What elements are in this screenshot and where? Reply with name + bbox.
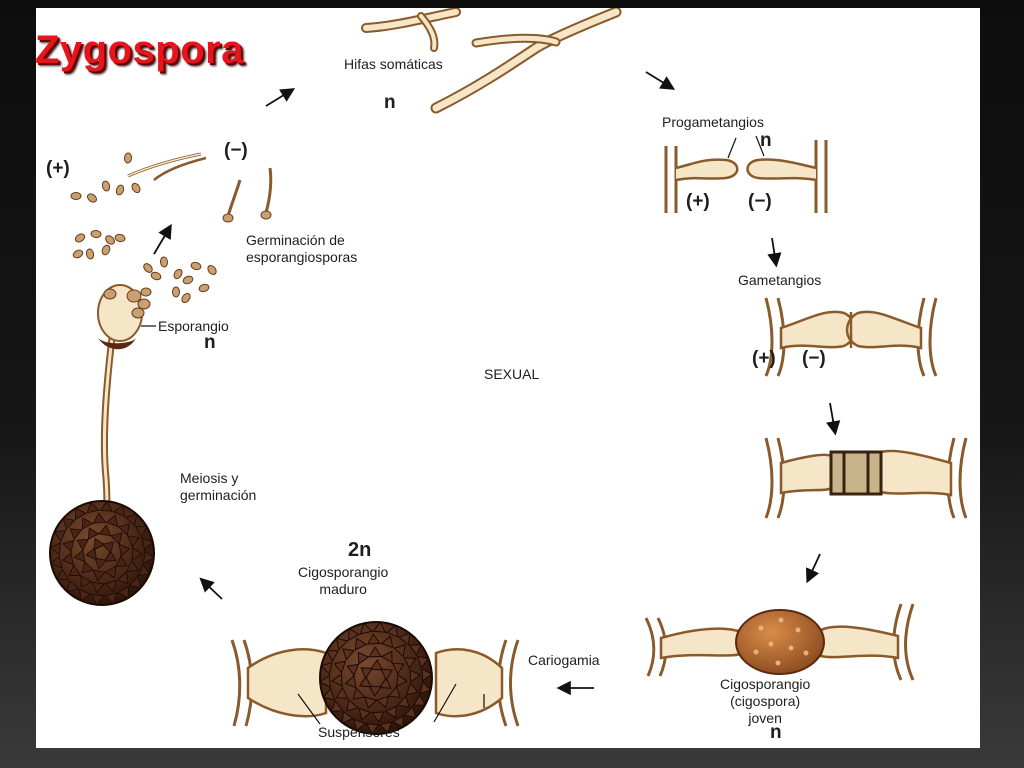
label-cariogamia: Cariogamia xyxy=(528,652,600,668)
ploidy-cigosporangio-maduro: 2n xyxy=(348,539,372,561)
germinating-zygospore xyxy=(49,337,155,606)
ploidy-cigosporangio-joven: n xyxy=(770,722,782,743)
sporangium xyxy=(97,284,152,350)
young-zygosporangium xyxy=(644,603,915,681)
mating-minus-germinacion: (−) xyxy=(224,140,248,161)
label-gametangios: Gametangios xyxy=(738,272,822,288)
mating-minus-progametangios: (−) xyxy=(748,191,772,212)
germinating-spores xyxy=(127,152,273,223)
label-cigosporangio-maduro: Cigosporangio maduro xyxy=(298,564,389,597)
label-suspensores: Suspensores xyxy=(318,724,400,740)
somatic-hyphae xyxy=(361,8,622,114)
mating-plus-progametangios: (+) xyxy=(686,191,710,212)
mating-minus-gametangios: (−) xyxy=(802,348,826,369)
fusion-stage xyxy=(764,437,968,519)
sporangiospores xyxy=(70,152,217,304)
slide-title: Zygospora xyxy=(35,28,244,72)
progametangia xyxy=(664,135,828,213)
ploidy-hifas: n xyxy=(384,92,396,113)
label-sexual: SEXUAL xyxy=(484,366,540,382)
label-germinacion: Germinación de esporangiosporas xyxy=(246,232,358,265)
diagram-panel: Hifas somáticas n Progametangios n (+) (… xyxy=(36,8,980,748)
label-progametangios: Progametangios xyxy=(662,114,764,130)
gametangia xyxy=(764,297,938,377)
label-meiosis: Meiosis y germinación xyxy=(180,470,257,503)
mating-plus-germinacion: (+) xyxy=(46,158,70,179)
ploidy-esporangio: n xyxy=(204,332,216,353)
label-cigosporangio-joven: Cigosporangio (cigospora) joven xyxy=(720,676,811,726)
label-hifas: Hifas somáticas xyxy=(344,56,443,72)
mating-plus-gametangios: (+) xyxy=(752,348,776,369)
leader-lines xyxy=(141,325,485,725)
ploidy-progametangios: n xyxy=(760,130,772,151)
cycle-arrows xyxy=(153,71,841,696)
mature-zygosporangium xyxy=(230,621,520,735)
life-cycle-illustration xyxy=(49,8,968,735)
label-esporangio: Esporangio xyxy=(158,318,229,334)
